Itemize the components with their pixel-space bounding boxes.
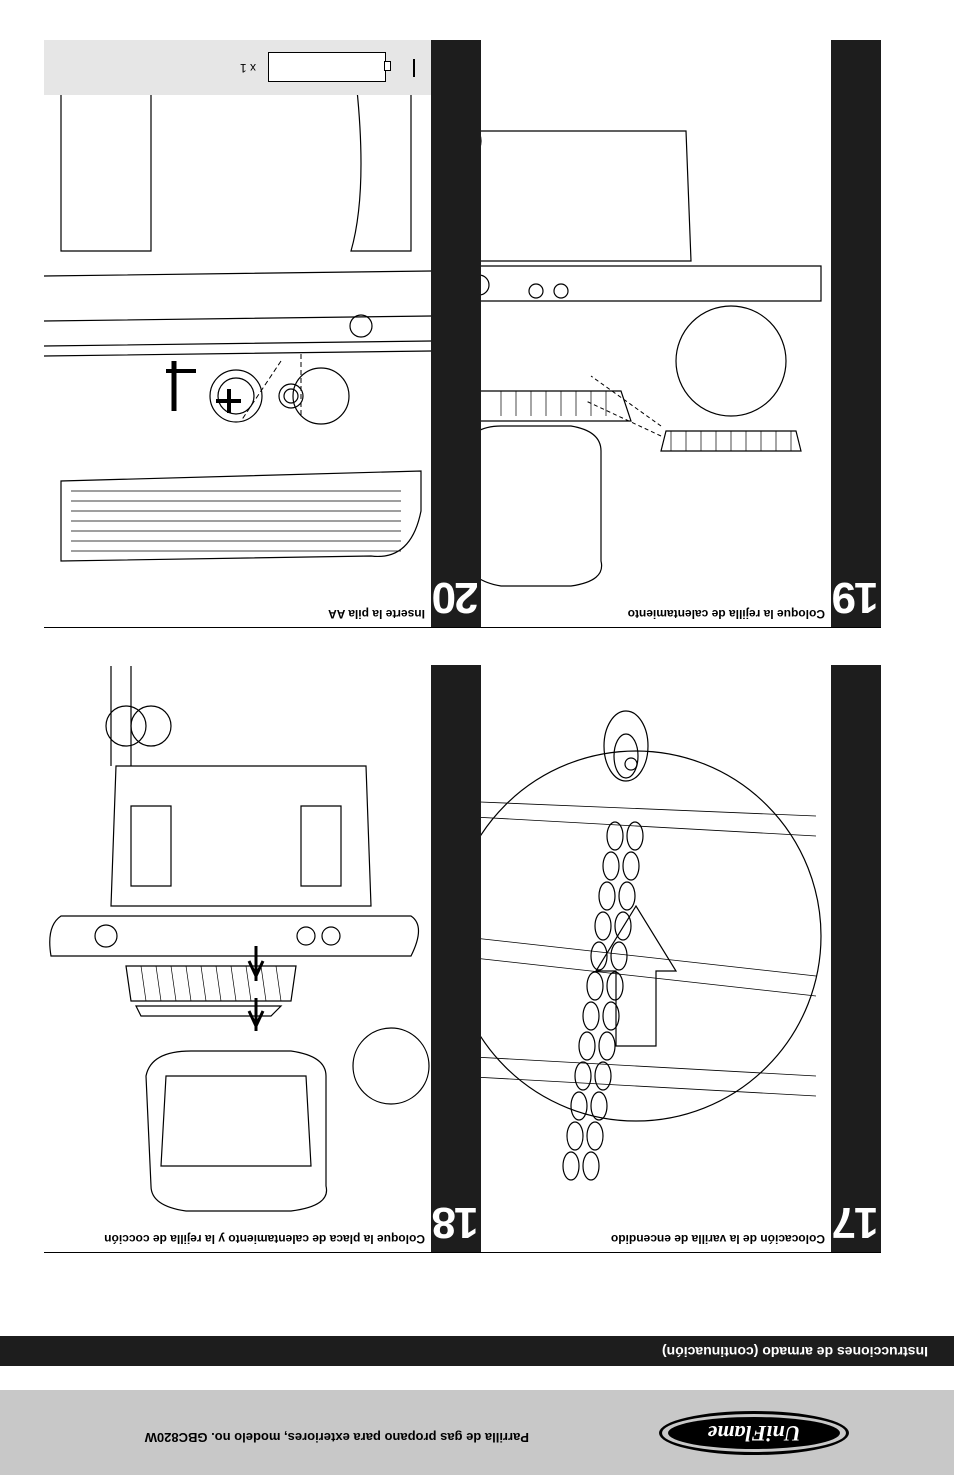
step-caption: Coloque la placa de calentamiento y la r… bbox=[104, 1232, 425, 1246]
step-number-bar: 17 bbox=[831, 665, 881, 1252]
step-number-bar: 20 bbox=[431, 40, 481, 627]
step-17-panel: 17 Colocación de la varilla de encendido bbox=[444, 665, 881, 1253]
battery-icon-marker bbox=[413, 59, 415, 77]
cooking-grate-illustration bbox=[49, 666, 430, 1212]
header-bar: UniFlame Parrilla de gas propano para ex… bbox=[0, 1390, 954, 1475]
step-caption: Coloque la rejilla de calentamiento bbox=[627, 607, 825, 621]
document-title: Parrilla de gas propano para exteriores,… bbox=[144, 1430, 529, 1445]
battery-quantity: x 1 bbox=[239, 61, 256, 75]
step-number-bar: 18 bbox=[431, 665, 481, 1252]
step-number-bar: 19 bbox=[831, 40, 881, 627]
igniter-rod-illustration bbox=[450, 710, 822, 1181]
step-20-panel: 20 Inserte la pila AA bbox=[44, 40, 481, 628]
step-caption: Inserte la pila AA bbox=[328, 607, 425, 621]
step-18-panel: 18 Coloque la placa de calentamiento y l… bbox=[44, 665, 481, 1253]
section-title: Instrucciones de armado (continuación) bbox=[661, 1344, 928, 1360]
brand-logo: UniFlame bbox=[659, 1411, 849, 1455]
brand-logo-text: UniFlame bbox=[668, 1417, 840, 1449]
warming-rack-illustration bbox=[444, 120, 822, 587]
battery-insertion-illustration bbox=[44, 40, 431, 562]
section-bar: Instrucciones de armado (continuación) bbox=[0, 1336, 954, 1366]
step-number: 19 bbox=[833, 573, 879, 622]
step-number: 20 bbox=[433, 573, 479, 622]
aa-battery-icon bbox=[268, 52, 386, 82]
parts-list-bar: x 1 bbox=[44, 40, 431, 95]
step-caption: Colocación de la varilla de encendido bbox=[610, 1232, 825, 1246]
step-number: 17 bbox=[833, 1198, 879, 1247]
step-number: 18 bbox=[433, 1198, 479, 1247]
step-19-panel: 19 Coloque la rejilla de calentamiento bbox=[444, 40, 881, 628]
